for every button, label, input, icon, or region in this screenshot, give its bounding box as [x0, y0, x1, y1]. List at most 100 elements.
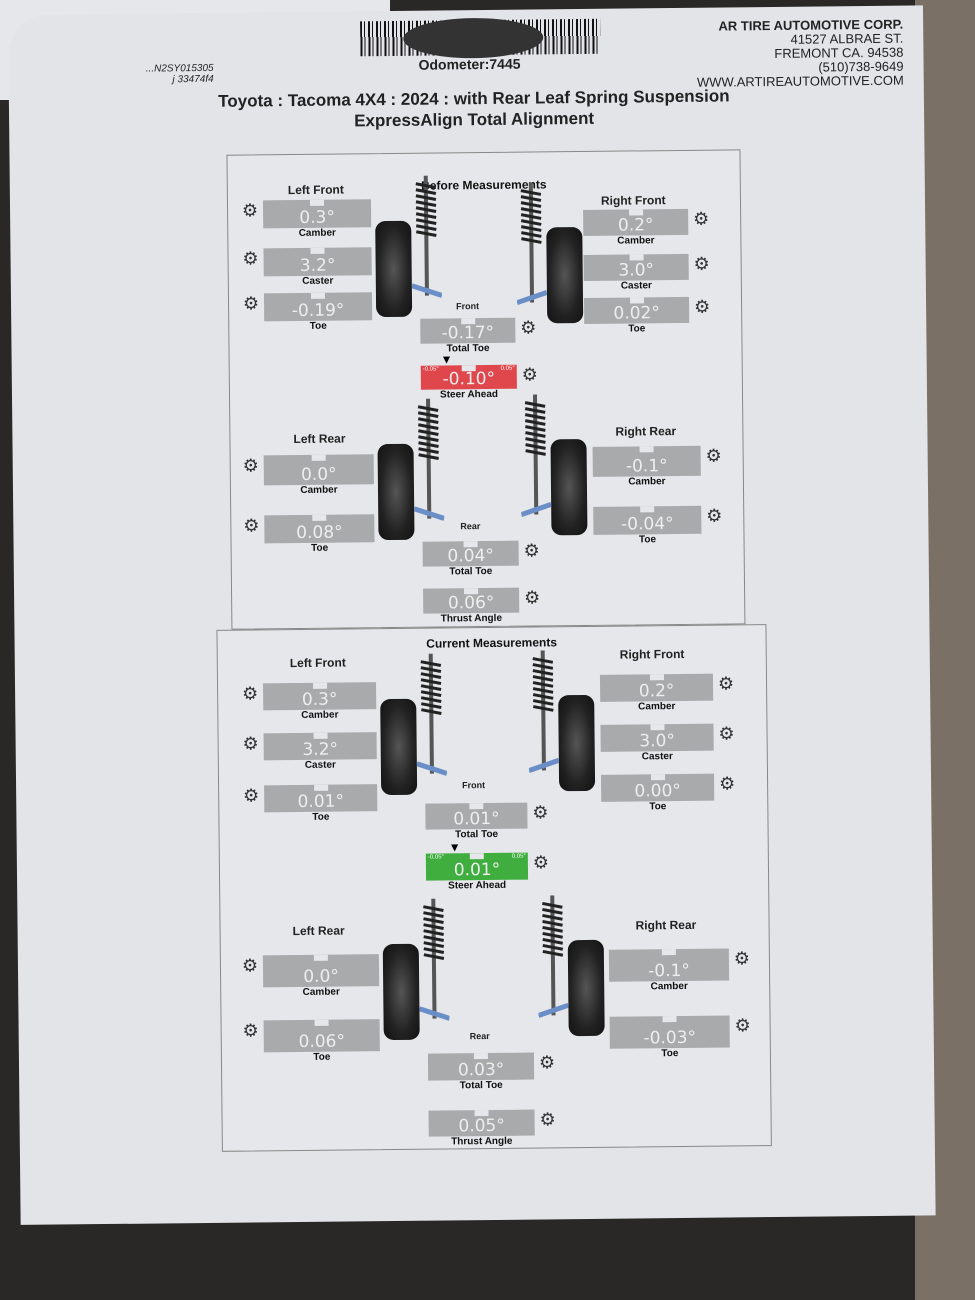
front-total-toe-gauge: -0.17°Total Toe⚙: [420, 317, 536, 354]
left-front-toe-value-box: -0.19°: [263, 292, 373, 322]
wheel-rear-right: [550, 438, 588, 536]
right-rear-toe-label: Toe: [661, 1048, 679, 1060]
vehicle-diagram-icon: ⚙: [718, 773, 736, 794]
right-front-toe-value-box: 0.02°: [583, 296, 690, 324]
steer-ahead-value-box: -0.05°0.05°-0.10°: [420, 364, 517, 390]
right-front-label: Right Front: [600, 193, 666, 208]
thrust-angle-label: Thrust Angle: [440, 612, 503, 625]
thrust-angle-gauge: 0.06°Thrust Angle⚙: [423, 587, 540, 625]
left-rear-toe-value: 0.08°: [296, 522, 343, 544]
right-front-camber-label: Camber: [638, 701, 676, 713]
target-notch: [640, 506, 655, 513]
steer-ahead-label: Steer Ahead: [448, 879, 507, 892]
left-rear-toe-label: Toe: [311, 542, 329, 554]
vehicle-diagram-icon: ⚙: [241, 200, 259, 221]
right-rear-camber-value-box: -0.1°: [592, 445, 701, 477]
left-rear-label: Left Rear: [292, 923, 345, 939]
left-front-toe-gauge: 0.01°Toe⚙: [243, 784, 378, 823]
steer-ahead-gauge: ▼-0.05°0.05°-0.10°Steer Ahead⚙: [420, 352, 538, 400]
vehicle-diagram-icon: ⚙: [521, 364, 538, 385]
right-rear-toe-value: -0.04°: [621, 514, 674, 535]
rear-total-toe-gauge: 0.03°Total Toe⚙: [427, 1052, 555, 1091]
vehicle-diagram-icon: ⚙: [520, 317, 537, 338]
right-front-toe-label: Toe: [628, 323, 646, 335]
suspension-strut-icon: [411, 175, 443, 305]
target-notch: [309, 199, 325, 206]
suspension-strut-icon: [416, 653, 448, 783]
vehicle-diagram-icon: ⚙: [717, 673, 735, 694]
rear-axle-label: Rear: [469, 1031, 490, 1042]
right-rear-camber-gauge: -0.1°Camber ⚙: [608, 948, 750, 992]
thrust-angle-gauge: 0.05°Thrust Angle⚙: [428, 1109, 556, 1147]
target-notch: [649, 724, 665, 731]
right-front-toe-value-box: 0.00°: [600, 773, 715, 802]
vehicle-diagram-icon: ⚙: [523, 540, 540, 561]
suspension-strut-icon: [516, 182, 548, 312]
left-rear-toe-gauge: 0.06°Toe ⚙: [242, 1019, 380, 1063]
vehicle-diagram-icon: ⚙: [532, 852, 550, 873]
rear-total-toe-value-box: 0.04°: [422, 540, 519, 567]
right-front-camber-value-box: 0.2°: [599, 673, 714, 702]
target-notch: [312, 682, 327, 689]
left-front-camber-value: 0.3°: [299, 207, 336, 228]
right-rear-toe-value: -0.03°: [643, 1027, 697, 1049]
vehicle-diagram-icon: ⚙: [242, 293, 260, 314]
left-rear-toe-gauge: 0.08°Toe⚙: [243, 514, 375, 554]
front-axle-label: Front: [462, 780, 486, 791]
right-front-camber-value: 0.2°: [617, 215, 654, 236]
right-front-caster-gauge: 3.0°Caster⚙: [600, 723, 735, 762]
rear-total-toe-label: Total Toe: [459, 1079, 503, 1092]
left-rear-toe-value-box: 0.08°: [264, 514, 375, 544]
right-rear-camber-value: -0.1°: [625, 456, 668, 477]
target-notch: [473, 1053, 488, 1060]
left-front-caster-gauge: 3.2°Caster⚙: [242, 247, 372, 287]
target-notch: [313, 954, 328, 961]
vehicle-diagram-icon: ⚙: [733, 948, 751, 969]
left-front-caster-value: 3.2°: [302, 739, 339, 760]
left-rear-toe-label: Toe: [313, 1051, 331, 1063]
steer-ahead-value: -0.10°: [442, 368, 496, 390]
left-front-toe-value: 0.01°: [297, 791, 345, 813]
left-front-caster-value-box: 3.2°: [263, 247, 372, 277]
right-rear-camber-label: Camber: [650, 980, 688, 993]
thrust-angle-label: Thrust Angle: [451, 1135, 513, 1148]
left-front-camber-value: 0.3°: [301, 689, 338, 710]
right-rear-camber-value: -0.1°: [648, 960, 690, 982]
vehicle-diagram-icon: ⚙: [538, 1052, 556, 1073]
left-front-camber-label: Camber: [298, 227, 336, 239]
left-front-toe-value: -0.19°: [291, 300, 345, 322]
right-rear-toe-value-box: -0.04°: [593, 505, 702, 535]
vehicle-diagram-icon: ⚙: [539, 1109, 556, 1130]
left-front-caster-gauge: 3.2°Caster⚙: [242, 732, 377, 771]
left-front-camber-gauge: 0.3°Camber⚙: [242, 682, 377, 721]
vehicle-diagram-icon: ⚙: [242, 1020, 259, 1041]
steer-ahead-max: 0.05°: [511, 853, 526, 860]
left-rear-camber-value: 0.0°: [303, 966, 339, 987]
right-front-caster-value-box: 3.0°: [583, 253, 689, 281]
target-notch: [313, 732, 328, 739]
front-total-toe-gauge: 0.01°Total Toe⚙: [425, 802, 549, 840]
left-front-toe-label: Toe: [312, 811, 330, 823]
left-rear-camber-value-box: 0.0°: [263, 454, 374, 486]
vehicle-diagram-icon: ⚙: [242, 248, 259, 269]
right-rear-camber-label: Camber: [628, 476, 666, 488]
wheel-rear-left: [377, 443, 415, 541]
right-rear-toe-value-box: -0.03°: [609, 1015, 730, 1049]
front-total-toe-value: 0.01°: [453, 808, 500, 830]
target-notch: [314, 1019, 329, 1026]
front-axle-label: Front: [456, 301, 480, 312]
target-notch: [310, 292, 325, 299]
rear-total-toe-value: 0.04°: [447, 545, 494, 567]
right-front-camber-label: Camber: [617, 235, 655, 247]
wheel-front-left: [375, 220, 413, 318]
suspension-strut-icon: [520, 394, 552, 524]
rear-axle-label: Rear: [460, 521, 481, 532]
suspension-strut-icon: [537, 895, 570, 1025]
left-front-caster-value: 3.2°: [299, 255, 336, 276]
rear-total-toe-label: Total Toe: [449, 565, 493, 578]
left-rear-toe-value-box: 0.06°: [263, 1019, 380, 1053]
thrust-angle-value: 0.06°: [447, 592, 495, 614]
left-rear-camber-label: Camber: [300, 484, 338, 496]
target-notch: [661, 949, 676, 956]
